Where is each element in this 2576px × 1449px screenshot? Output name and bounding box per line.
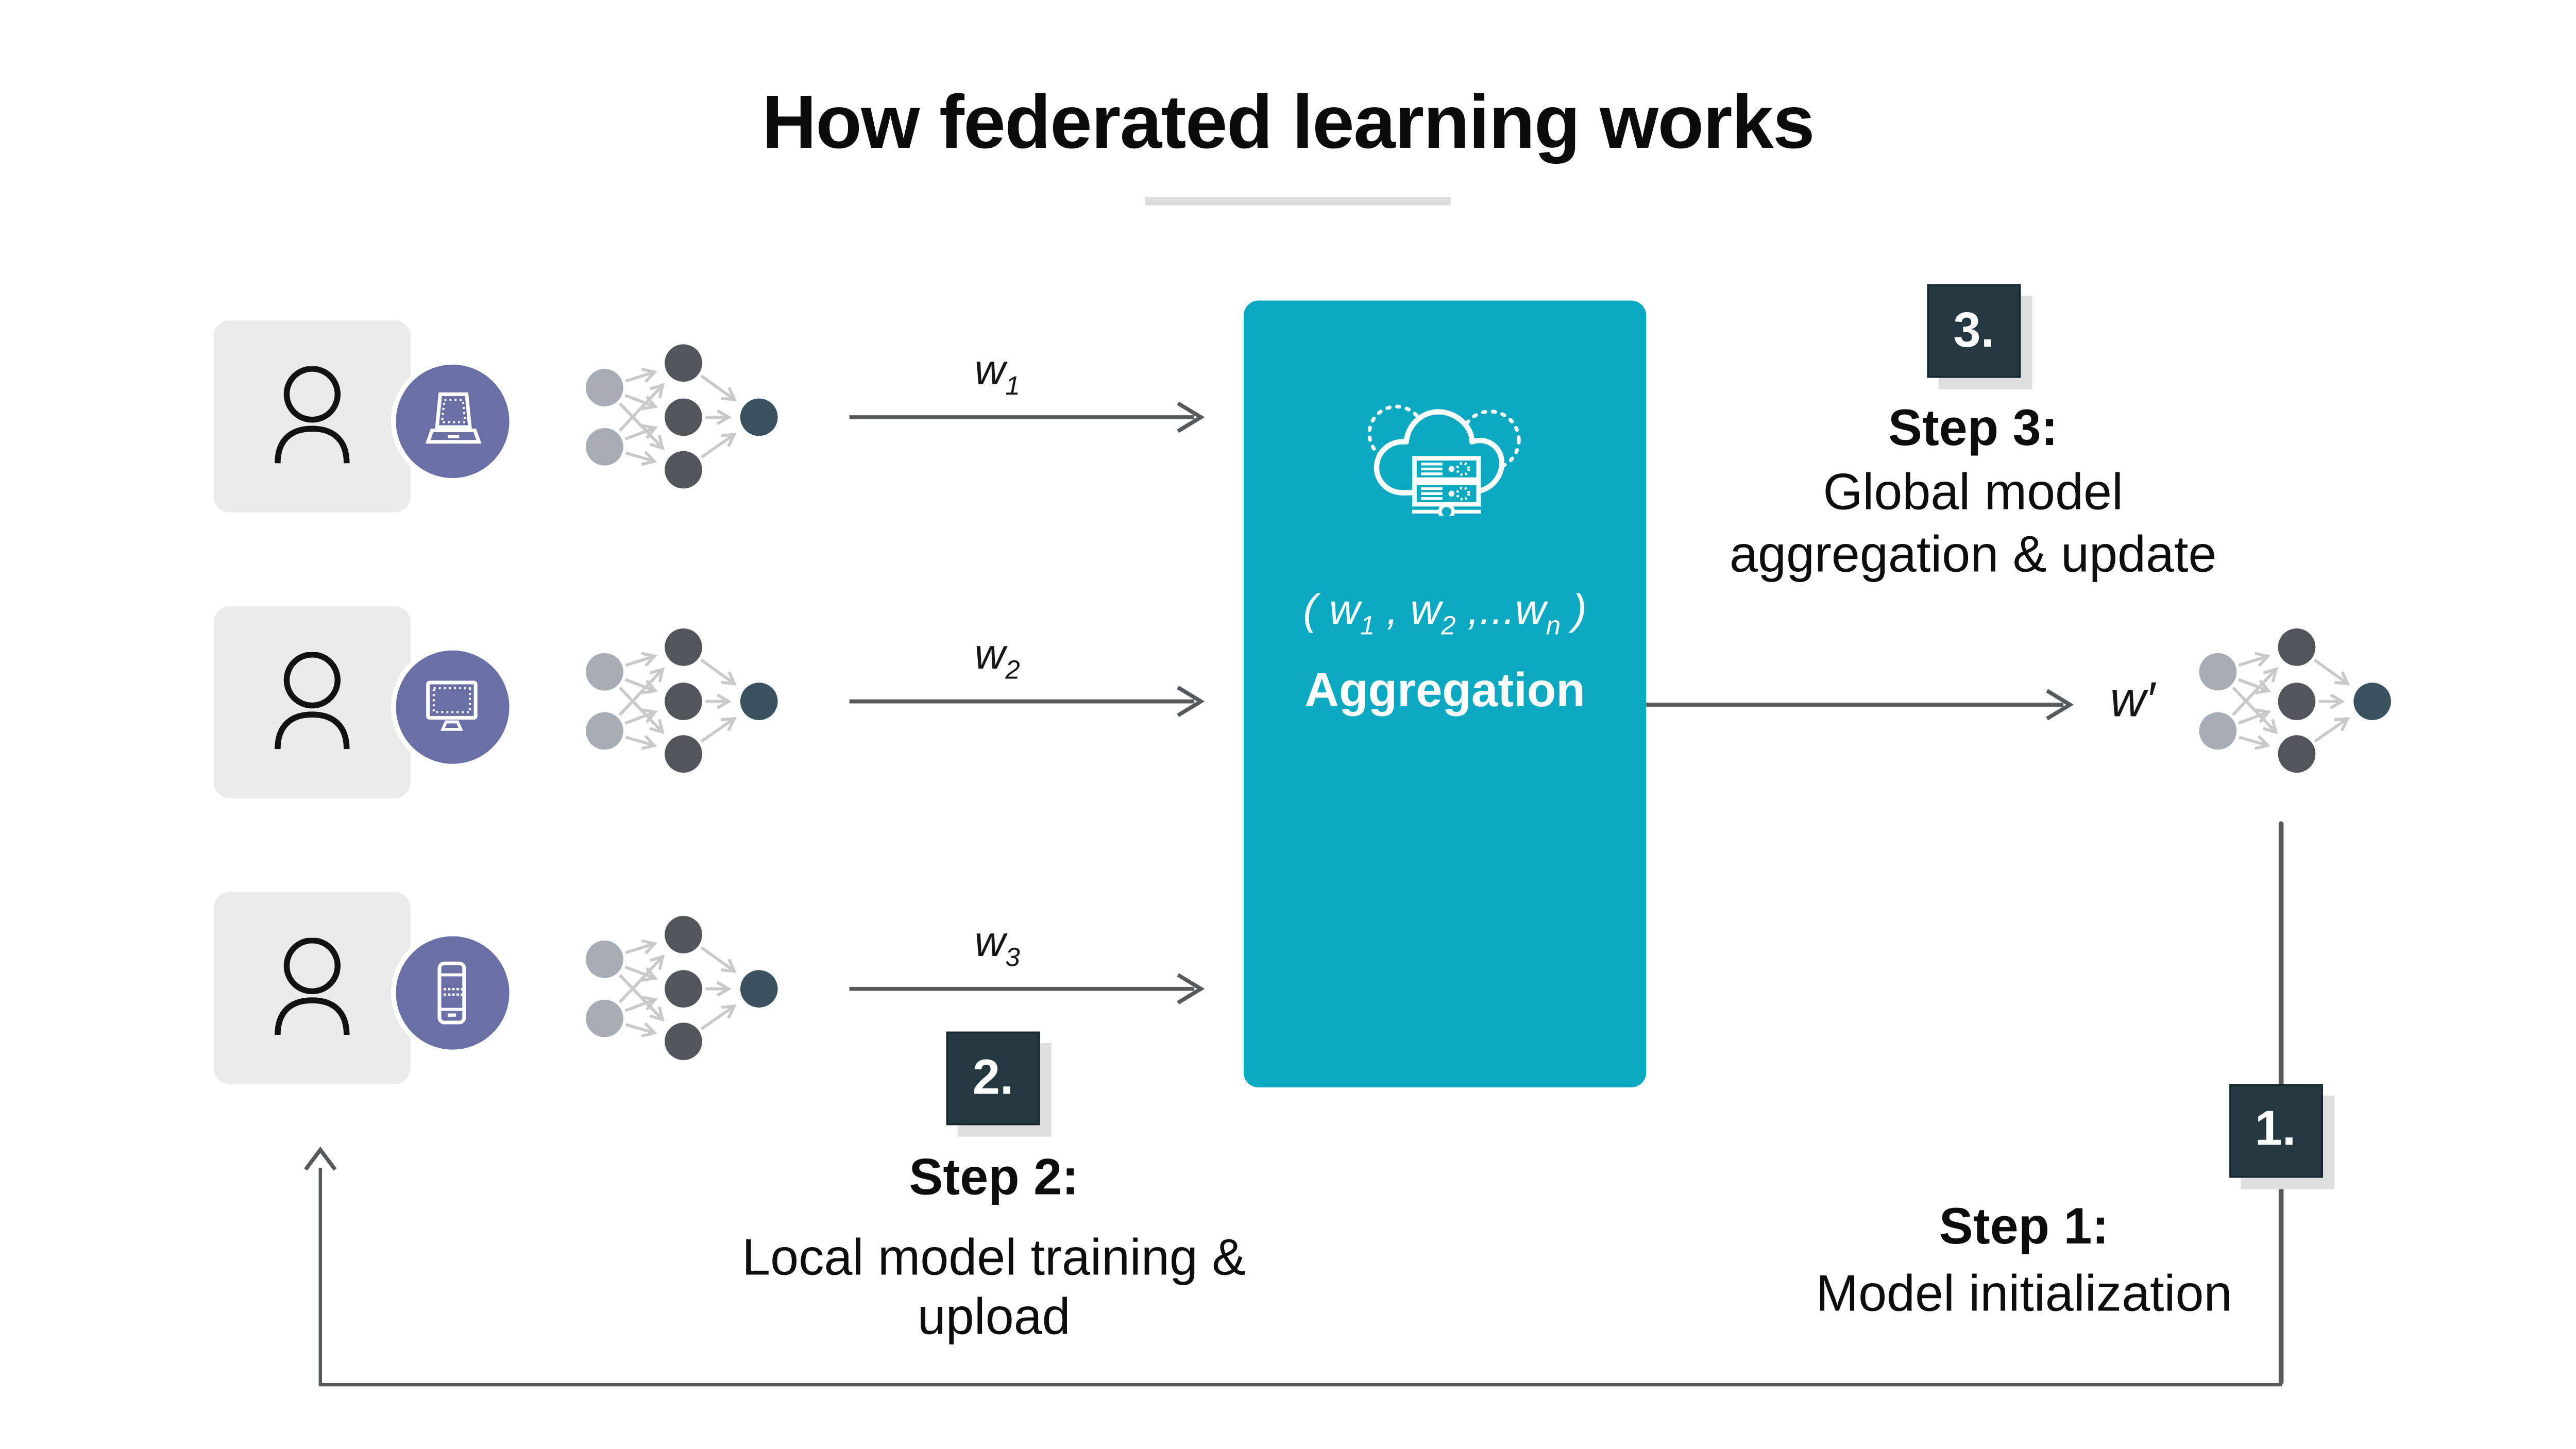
global-model-network-icon [2199, 628, 2391, 773]
device-circle [390, 644, 514, 768]
weight-label-w2: w2 [974, 629, 1020, 686]
local-model-network-icon [586, 628, 778, 773]
person-icon [275, 651, 350, 748]
device-circle [390, 931, 514, 1055]
smartphone-icon [437, 961, 466, 1024]
step-3-caption: Step 3: Global model aggregation & updat… [1730, 399, 2217, 584]
step-2-caption: Local model training & upload [742, 1229, 1246, 1345]
person-icon [275, 366, 350, 464]
device-circle [390, 360, 514, 483]
step-2-title: Step 2: [909, 1148, 1079, 1206]
aggregation-server-box: ( w1 , w2 ,...wn ) Aggregation [1243, 300, 1647, 1087]
upload-arrow-w1 [849, 400, 1205, 432]
feedback-line-bottom [318, 1382, 2282, 1387]
user-card [213, 605, 411, 798]
weight-label-w1: w1 [974, 344, 1020, 401]
person-icon [275, 937, 350, 1035]
laptop-icon [425, 391, 482, 443]
page-title: How federated learning works [761, 79, 1815, 164]
global-weight-label: w′ [2110, 673, 2155, 728]
aggregated-weights-formula: ( w1 , w2 ,...wn ) [1303, 585, 1587, 641]
aggregation-label: Aggregation [1304, 665, 1585, 718]
local-model-network-icon [586, 915, 778, 1060]
aggregation-output-arrow [1646, 689, 2074, 721]
cloud-server-icon [1367, 404, 1521, 516]
weight-label-w3: w3 [974, 915, 1020, 972]
user-card [213, 320, 411, 513]
upload-arrow-w3 [849, 972, 1205, 1004]
upload-arrow-w2 [849, 686, 1205, 717]
feedback-line-left [318, 1168, 323, 1383]
monitor-icon [426, 680, 478, 731]
step-1-badge: 1. [2228, 1083, 2323, 1177]
step-3-badge: 3. [1927, 284, 2021, 378]
step-1-title: Step 1: [1939, 1197, 2109, 1255]
step-1-caption: Model initialization [1816, 1265, 2232, 1322]
user-card [213, 892, 411, 1084]
local-model-network-icon [586, 343, 778, 488]
step-2-badge: 2. [946, 1031, 1040, 1126]
arrow-up-icon [304, 1146, 337, 1171]
title-underline-bar [1145, 197, 1451, 206]
